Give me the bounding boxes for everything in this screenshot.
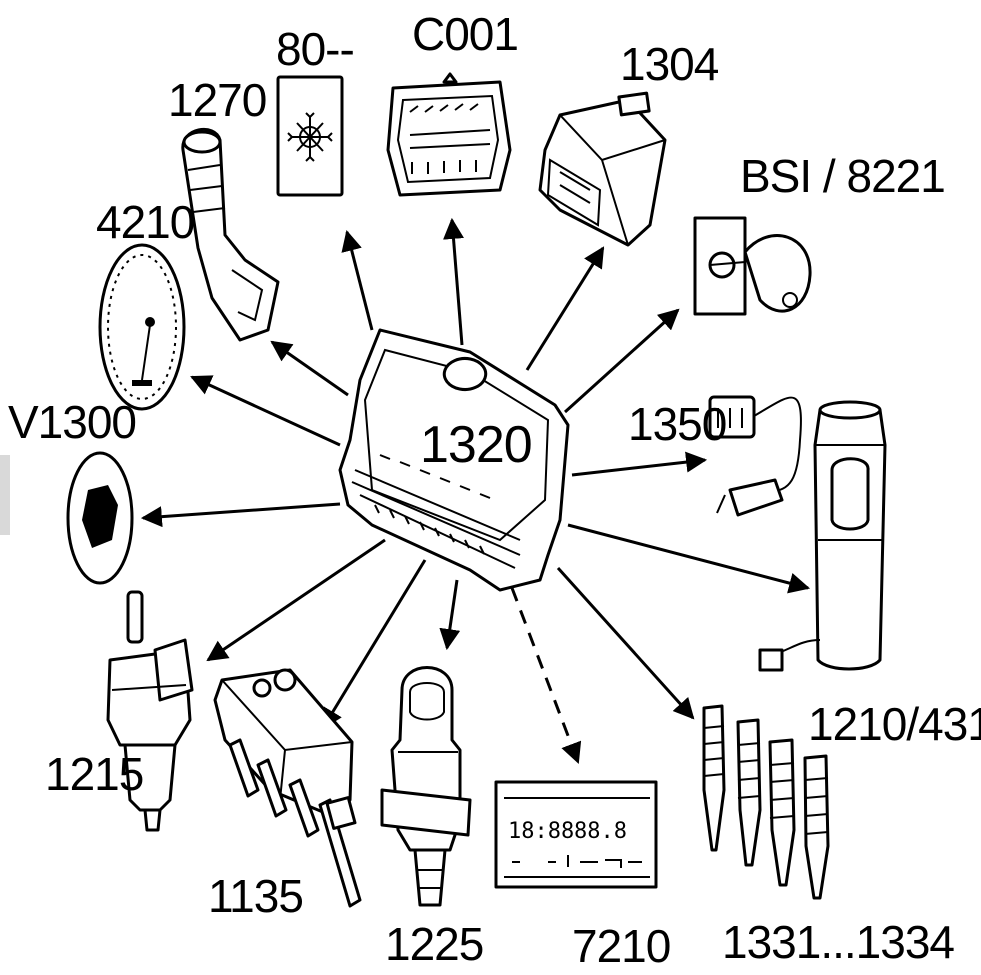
component-1215: 1215 bbox=[45, 592, 192, 830]
arrow-to-7210 bbox=[512, 588, 578, 762]
label-1304: 1304 bbox=[620, 38, 719, 90]
component-1210-4315: 1210/4315 bbox=[760, 402, 981, 750]
display-right-readout: 88.8 bbox=[574, 819, 627, 844]
arrow-to-1350 bbox=[572, 460, 705, 475]
component-c001: C001 bbox=[388, 8, 518, 195]
component-7210: 18:88 88.8 7210 bbox=[496, 782, 670, 972]
label-c001: C001 bbox=[412, 8, 518, 60]
arrow-to-1215 bbox=[208, 540, 385, 660]
spark-plug-4 bbox=[805, 756, 828, 898]
label-1215: 1215 bbox=[45, 748, 143, 800]
label-1225: 1225 bbox=[385, 918, 483, 970]
component-4210: 4210 bbox=[96, 196, 194, 409]
component-1225: 1225 bbox=[382, 668, 483, 971]
arrow-to-1270 bbox=[272, 342, 348, 395]
label-1350: 1350 bbox=[628, 398, 726, 450]
arrow-to-bsi bbox=[565, 310, 678, 412]
label-v1300: V1300 bbox=[8, 396, 136, 448]
component-1135: 1135 bbox=[208, 670, 360, 922]
arrow-to-1331 bbox=[558, 568, 693, 718]
arrow-to-1225 bbox=[447, 580, 457, 648]
label-1331-1334: 1331...1334 bbox=[722, 916, 954, 968]
label-4210: 4210 bbox=[96, 196, 194, 248]
scan-edge-shadow bbox=[0, 455, 10, 535]
label-80: 80-- bbox=[276, 23, 354, 75]
spark-plug-3 bbox=[770, 740, 794, 885]
label-7210: 7210 bbox=[572, 920, 670, 972]
component-1350: 1350 bbox=[628, 397, 801, 515]
label-1270: 1270 bbox=[168, 74, 266, 126]
arrow-to-4210 bbox=[192, 377, 340, 445]
arrow-to-v1300 bbox=[143, 504, 340, 518]
arrow-to-1210 bbox=[568, 525, 808, 588]
label-bsi-8221: BSI / 8221 bbox=[740, 150, 945, 202]
ecu-1320: 1320 bbox=[340, 330, 568, 590]
spark-plug-1 bbox=[704, 706, 724, 850]
arrow-to-c001 bbox=[452, 220, 462, 345]
component-bsi-8221: BSI / 8221 bbox=[695, 150, 945, 314]
label-1210-4315: 1210/4315 bbox=[808, 698, 981, 750]
arrow-to-1304 bbox=[527, 248, 603, 370]
component-1304: 1304 bbox=[540, 38, 719, 245]
spark-plug-2 bbox=[738, 720, 760, 865]
label-1135: 1135 bbox=[208, 870, 303, 922]
display-left-readout: 18:88 bbox=[508, 819, 574, 844]
component-80: 80-- bbox=[276, 23, 354, 195]
component-v1300: V1300 bbox=[8, 396, 136, 583]
ecu-code-label: 1320 bbox=[420, 416, 532, 474]
arrow-to-80 bbox=[347, 232, 372, 330]
